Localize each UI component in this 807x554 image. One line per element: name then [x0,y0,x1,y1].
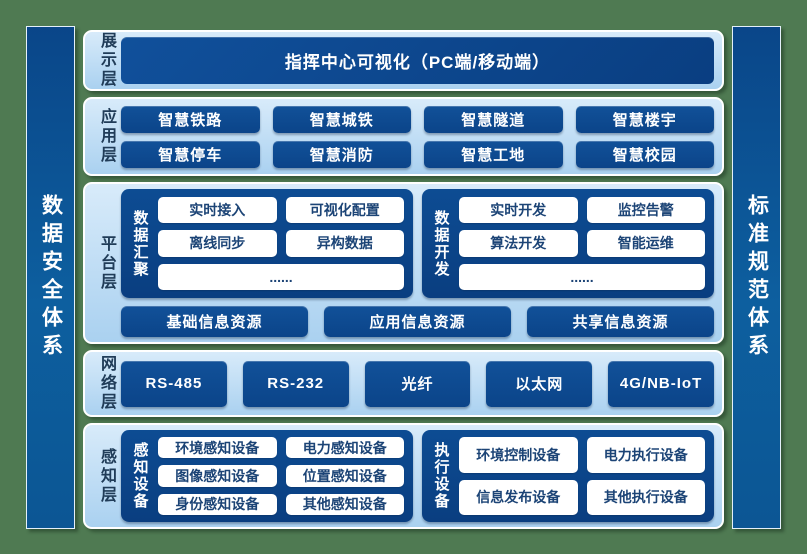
group-row: 信息发布设备 其他执行设备 [459,479,705,515]
resource-row: 基础信息资源 应用信息资源 共享信息资源 [121,306,714,337]
feature-box-realtime-access: 实时接入 [158,197,277,224]
data-aggregation-group: 数据汇聚 实时接入 可视化配置 离线同步 异构数据 [121,189,413,298]
network-box-4g-nbiot: 4G/NB-IoT [608,360,714,407]
device-box-identity-sensing: 身份感知设备 [158,493,277,515]
device-box-image-sensing: 图像感知设备 [158,465,277,487]
standards-sidebar: 标准规范体系 [732,26,781,529]
data-development-group: 数据开发 实时开发 监控告警 算法开发 智能运维 [422,189,714,298]
execution-devices-label-wrap: 执行设备 [431,437,451,515]
application-layer-label-wrap: 应用层 [91,104,121,169]
app-box-smart-railway: 智慧铁路 [121,105,260,133]
feature-box-heterogeneous-data: 异构数据 [285,230,404,257]
feature-box-visual-config: 可视化配置 [285,197,404,224]
sensing-devices-label: 感知设备 [131,442,149,510]
execution-devices-group: 执行设备 环境控制设备 电力执行设备 信息发布设备 其他执行设备 [422,430,714,522]
data-aggregation-grid: 实时接入 可视化配置 离线同步 异构数据 ...... [158,197,404,290]
app-box-smart-campus: 智慧校园 [575,140,714,168]
perception-layer-panel: 感知层 感知设备 环境感知设备 电力感知设备 [83,423,724,529]
layer-stack: 展示层 指挥中心可视化（PC端/移动端） 应用层 智慧铁路 智慧城铁 智慧隧道 … [83,30,724,529]
device-box-other-sensing: 其他感知设备 [285,493,404,515]
application-layer-content: 智慧铁路 智慧城铁 智慧隧道 智慧楼宇 智慧停车 智慧消防 智慧工地 智慧校园 [121,104,714,169]
group-row: 环境感知设备 电力感知设备 [158,437,404,459]
resource-box-application-info: 应用信息资源 [324,306,511,337]
device-box-location-sensing: 位置感知设备 [285,465,404,487]
more-box: ...... [158,263,404,290]
group-row: 算法开发 智能运维 [459,230,705,257]
data-development-label: 数据开发 [432,209,450,278]
display-layer-panel: 展示层 指挥中心可视化（PC端/移动端） [83,30,724,91]
application-layer-panel: 应用层 智慧铁路 智慧城铁 智慧隧道 智慧楼宇 智慧停车 智慧消防 智慧工地 智… [83,97,724,176]
device-box-power-sensing: 电力感知设备 [285,437,404,459]
device-box-env-sensing: 环境感知设备 [158,437,277,459]
app-box-smart-metro: 智慧城铁 [272,105,411,133]
platform-layer-label: 平台层 [98,234,115,292]
app-box-smart-parking: 智慧停车 [121,140,260,168]
sensing-devices-label-wrap: 感知设备 [130,437,150,515]
network-layer-label: 网络层 [98,355,115,412]
data-development-grid: 实时开发 监控告警 算法开发 智能运维 ...... [459,197,705,290]
data-aggregation-label: 数据汇聚 [131,209,149,278]
network-layer-content: RS-485 RS-232 光纤 以太网 4G/NB-IoT [121,357,714,410]
perception-layer-content: 感知设备 环境感知设备 电力感知设备 图像感知设备 位置感知设备 [121,430,714,522]
sensing-devices-grid: 环境感知设备 电力感知设备 图像感知设备 位置感知设备 身份感知设备 其他感知设… [158,437,404,515]
device-box-info-publishing: 信息发布设备 [459,479,578,515]
app-box-smart-firefighting: 智慧消防 [272,140,411,168]
display-layer-label-wrap: 展示层 [91,32,121,89]
app-box-smart-building: 智慧楼宇 [575,105,714,133]
group-row: 环境控制设备 电力执行设备 [459,437,705,473]
resource-box-shared-info: 共享信息资源 [527,306,714,337]
sensing-devices-group: 感知设备 环境感知设备 电力感知设备 图像感知设备 位置感知设备 [121,430,413,522]
app-box-smart-worksite: 智慧工地 [424,140,563,168]
perception-layer-label-wrap: 感知层 [91,430,121,522]
network-layer-label-wrap: 网络层 [91,355,121,412]
network-layer-panel: 网络层 RS-485 RS-232 光纤 以太网 4G/NB-IoT [83,350,724,417]
application-row: 智慧停车 智慧消防 智慧工地 智慧校园 [121,140,714,168]
command-center-box: 指挥中心可视化（PC端/移动端） [121,37,714,84]
data-aggregation-label-wrap: 数据汇聚 [130,197,150,290]
network-row: RS-485 RS-232 光纤 以太网 4G/NB-IoT [121,357,714,410]
data-security-sidebar: 数据安全体系 [26,26,75,529]
group-row: ...... [158,263,404,290]
display-layer-label: 展示层 [98,32,115,89]
device-box-other-execution: 其他执行设备 [586,479,705,515]
group-row: 身份感知设备 其他感知设备 [158,493,404,515]
data-security-sidebar-label: 数据安全体系 [39,193,63,362]
application-layer-label: 应用层 [98,108,115,165]
feature-box-smart-ops: 智能运维 [586,230,705,257]
execution-devices-label: 执行设备 [432,442,450,510]
perception-layer-label: 感知层 [98,447,115,505]
platform-layer-label-wrap: 平台层 [91,189,121,337]
data-development-label-wrap: 数据开发 [431,197,451,290]
resource-box-basic-info: 基础信息资源 [121,306,308,337]
standards-sidebar-label: 标准规范体系 [745,193,769,362]
group-row: 实时开发 监控告警 [459,197,705,224]
feature-box-offline-sync: 离线同步 [158,230,277,257]
feature-box-algorithm-dev: 算法开发 [459,230,578,257]
platform-layer-content: 数据汇聚 实时接入 可视化配置 离线同步 异构数据 [121,189,714,337]
feature-box-realtime-dev: 实时开发 [459,197,578,224]
perception-groups-row: 感知设备 环境感知设备 电力感知设备 图像感知设备 位置感知设备 [121,430,714,522]
group-row: 图像感知设备 位置感知设备 [158,465,404,487]
network-box-fiber: 光纤 [364,360,471,407]
application-row: 智慧铁路 智慧城铁 智慧隧道 智慧楼宇 [121,105,714,133]
display-layer-content: 指挥中心可视化（PC端/移动端） [121,37,714,84]
platform-layer-panel: 平台层 数据汇聚 实时接入 可视化配置 [83,182,724,344]
group-row: 实时接入 可视化配置 [158,197,404,224]
platform-column: 数据汇聚 实时接入 可视化配置 离线同步 异构数据 [121,189,714,337]
group-row: 离线同步 异构数据 [158,230,404,257]
network-box-ethernet: 以太网 [486,360,593,407]
feature-box-monitor-alert: 监控告警 [586,197,705,224]
app-box-smart-tunnel: 智慧隧道 [424,105,563,133]
network-box-rs232: RS-232 [242,360,349,407]
group-row: ...... [459,263,705,290]
more-box: ...... [459,263,705,290]
platform-groups-row: 数据汇聚 实时接入 可视化配置 离线同步 异构数据 [121,189,714,298]
application-grid: 智慧铁路 智慧城铁 智慧隧道 智慧楼宇 智慧停车 智慧消防 智慧工地 智慧校园 [121,104,714,169]
network-box-rs485: RS-485 [121,360,227,407]
device-box-env-control: 环境控制设备 [459,437,578,473]
device-box-power-execution: 电力执行设备 [586,437,705,473]
execution-devices-grid: 环境控制设备 电力执行设备 信息发布设备 其他执行设备 [459,437,705,515]
